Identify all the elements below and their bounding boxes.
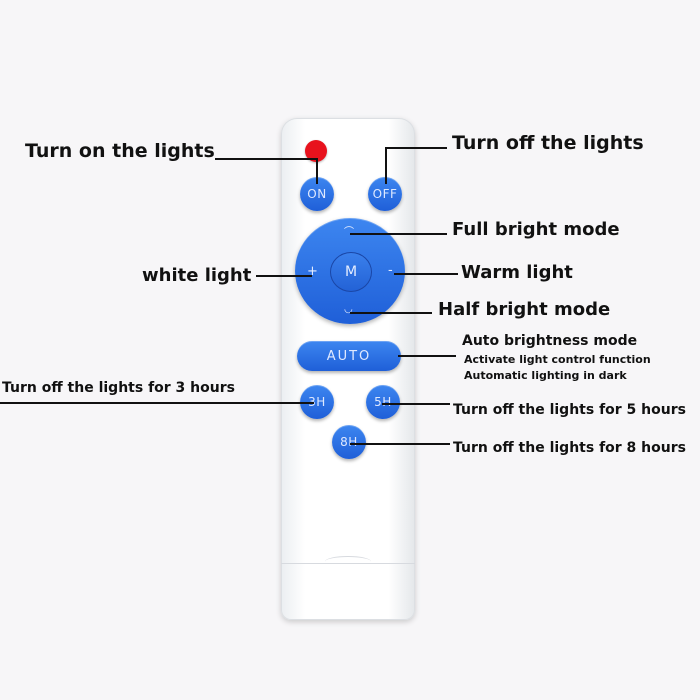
label-turn-on: Turn on the lights <box>25 140 215 162</box>
callout-line-3h <box>0 402 314 404</box>
label-warm-light: Warm light <box>461 262 573 283</box>
callout-line-off-drop <box>385 147 387 184</box>
callout-line-off <box>385 147 447 149</box>
battery-cover-notch <box>325 556 371 567</box>
callout-line-5h <box>382 403 450 405</box>
callout-line-auto <box>398 355 456 357</box>
auto-button[interactable]: AUTO <box>297 341 401 371</box>
callout-line-warm-light <box>394 273 458 275</box>
mode-button[interactable]: M <box>330 252 372 292</box>
callout-line-on-drop <box>316 158 318 184</box>
timer-8h-button[interactable]: 8H <box>332 425 366 459</box>
label-off-5h: Turn off the lights for 5 hours <box>453 402 686 418</box>
warm-light-button[interactable]: - <box>388 264 393 277</box>
callout-line-full-bright <box>350 233 447 235</box>
label-off-3h: Turn off the lights for 3 hours <box>2 380 235 396</box>
callout-line-white-light <box>256 275 312 277</box>
label-full-bright: Full bright mode <box>452 219 620 240</box>
label-half-bright: Half bright mode <box>438 299 610 320</box>
label-white-light: white light <box>142 265 251 286</box>
label-off-8h: Turn off the lights for 8 hours <box>453 440 686 456</box>
battery-cover <box>281 563 415 620</box>
label-auto-title: Auto brightness mode <box>462 333 637 349</box>
callout-line-half-bright <box>350 312 432 314</box>
label-auto-line2: Automatic lighting in dark <box>464 369 627 382</box>
label-turn-off: Turn off the lights <box>452 132 644 154</box>
half-bright-arrow-icon[interactable]: ◡ <box>344 305 353 315</box>
label-auto-line1: Activate light control function <box>464 353 651 366</box>
timer-5h-button[interactable]: 5H <box>366 385 400 419</box>
callout-line-8h <box>350 443 450 445</box>
callout-line-on <box>215 158 316 160</box>
